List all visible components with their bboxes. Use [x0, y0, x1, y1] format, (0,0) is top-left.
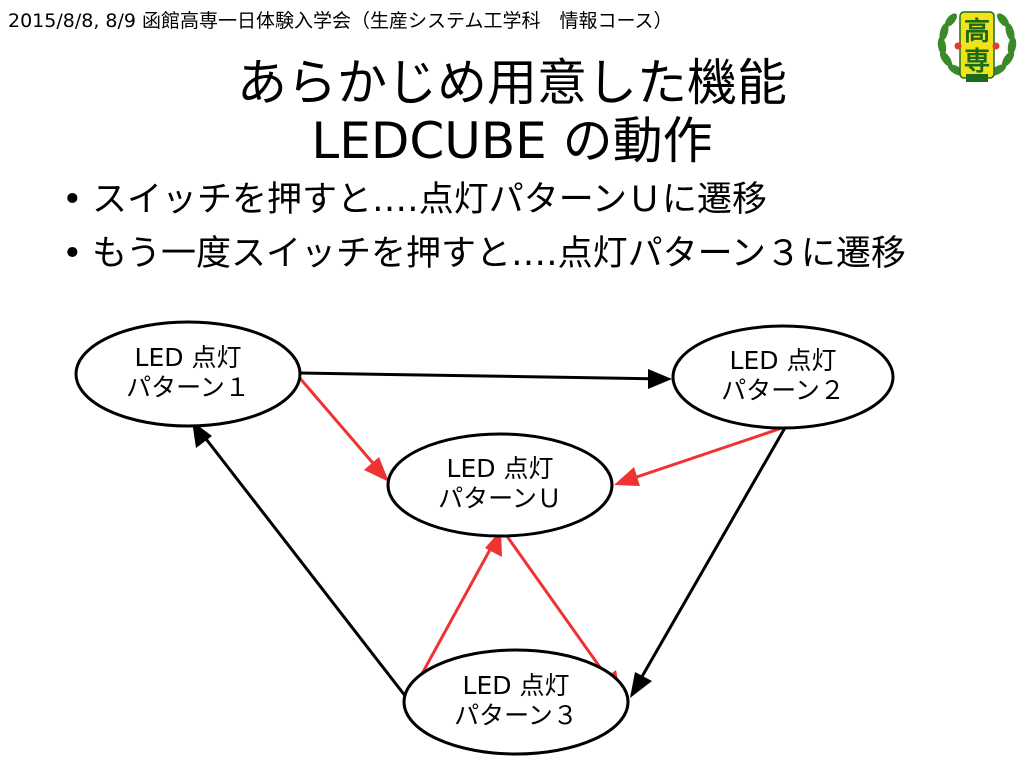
bullet-list: •スイッチを押すと‥‥点灯パターンＵに遷移 •もう一度スイッチを押すと‥‥点灯パ…: [62, 176, 906, 284]
bullet-text: もう一度スイッチを押すと‥‥点灯パターン３に遷移: [92, 234, 906, 274]
title-line-2: LEDCUBE の動作: [311, 112, 713, 170]
arrowhead-p1-to-pu: [364, 457, 389, 482]
edge-p1-to-p2: [299, 371, 669, 381]
laurel-emblem-icon: 高 専: [937, 11, 1017, 82]
bullet-dot-icon: •: [62, 180, 83, 220]
node-pattern-1: LED 点灯 パターン１: [74, 320, 302, 428]
edge-p3-to-p1: [194, 425, 408, 698]
arrowhead-p1-to-p2: [648, 369, 672, 389]
arrowhead-p3-to-p1: [192, 421, 212, 448]
node-label-line1: LED 点灯: [730, 346, 837, 375]
edge-p2-to-pu: [618, 426, 783, 485]
school-logo: 高 専: [936, 4, 1018, 86]
bullet-item: •スイッチを押すと‥‥点灯パターンＵに遷移: [62, 176, 906, 224]
title-line-1: あらかじめ用意した機能: [237, 54, 787, 112]
logo-char-top: 高: [964, 16, 990, 47]
node-label-line2: パターン１: [126, 373, 250, 402]
bullet-item: •もう一度スイッチを押すと‥‥点灯パターン３に遷移: [62, 230, 906, 278]
node-label-line1: LED 点灯: [463, 671, 570, 700]
bullet-dot-icon: •: [62, 234, 83, 274]
node-pattern-2: LED 点灯 パターン２: [671, 324, 895, 430]
node-label-line2: パターン２: [721, 376, 845, 405]
arrowhead-p2-to-pu: [614, 467, 640, 486]
bullet-text: スイッチを押すと‥‥点灯パターンＵに遷移: [92, 180, 767, 220]
edge-p2-to-p3: [630, 425, 788, 695]
node-label-line1: LED 点灯: [447, 454, 554, 483]
node-label-line1: LED 点灯: [135, 343, 242, 372]
node-pattern-u: LED 点灯 パターンＵ: [386, 432, 614, 538]
node-label-line2: パターン３: [454, 701, 578, 730]
arrowheads: [192, 369, 672, 699]
edge-p1-to-pu: [296, 375, 386, 477]
slide-title: あらかじめ用意した機能 LEDCUBE の動作: [0, 54, 1024, 170]
arrowhead-p2-to-p3: [630, 672, 652, 698]
node-pattern-3: LED 点灯 パターン３: [402, 648, 630, 756]
slide-header: 2015/8/8, 8/9 函館高専一日体験入学会（生産システム工学科 情報コー…: [8, 10, 673, 32]
edges: [194, 371, 788, 704]
logo-char-bottom: 専: [964, 47, 990, 77]
node-label-line2: パターンＵ: [438, 484, 562, 513]
